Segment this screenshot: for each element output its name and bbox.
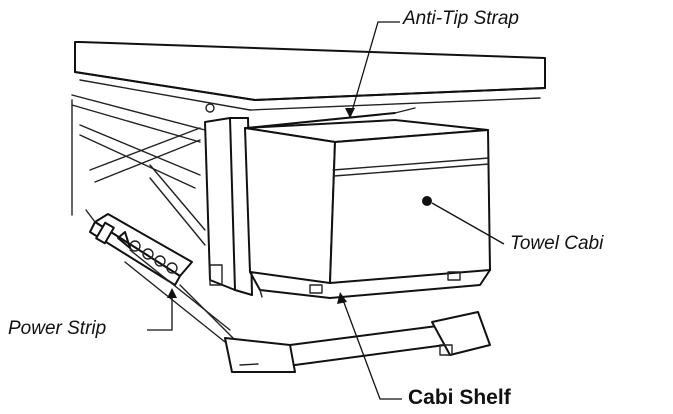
towel-cabi-label: Towel Cabi — [510, 233, 604, 254]
towel-cabi-pointer-dot — [422, 196, 432, 206]
scissor-frame — [71, 94, 206, 246]
towel-cabi-leader — [431, 202, 505, 245]
leader-lines — [147, 21, 505, 400]
cabi-shelf-leader — [342, 299, 402, 400]
base-rail — [124, 249, 491, 373]
cabi-shelf — [249, 269, 491, 299]
table-top — [74, 41, 546, 113]
anti-tip-strap-leader — [349, 21, 400, 119]
power-strip-leader — [147, 296, 173, 331]
towel-cabinet — [244, 107, 491, 284]
cabi-shelf-label: Cabi Shelf — [408, 386, 511, 409]
anti-tip-strap-label: Anti-Tip Strap — [403, 8, 519, 29]
power-strip-label: Power Strip — [8, 318, 107, 339]
